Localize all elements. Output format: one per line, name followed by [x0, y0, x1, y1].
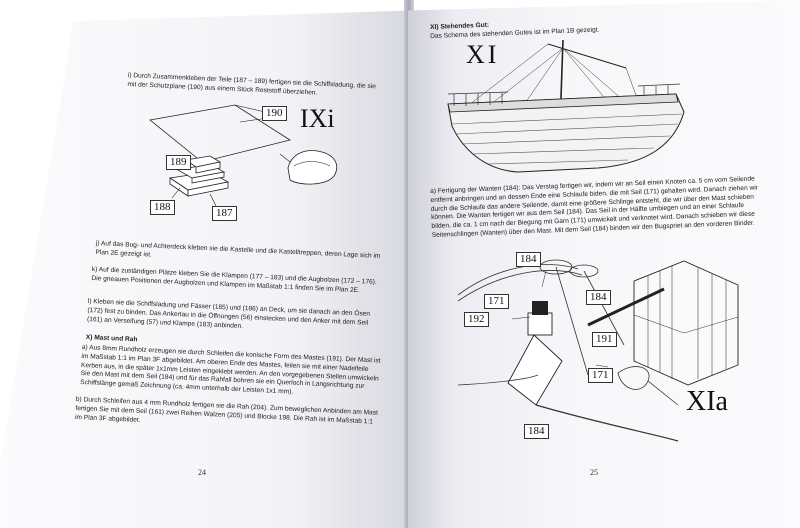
figure-ixi-title: IXi — [300, 104, 335, 133]
right-para-a: a) Fertigung der Wanten (184): Das Verst… — [430, 175, 759, 239]
label-189: 189 — [166, 155, 191, 170]
ship-hull-figure — [447, 39, 685, 173]
label-190: 190 — [262, 106, 287, 121]
figure-xia-title: XIa — [686, 386, 728, 417]
label-188: 188 — [150, 200, 175, 215]
right-page: XI) Stehendes Gut: Das Schema des stehen… — [408, 0, 800, 528]
left-para-j: j) Auf das Bug- und Achterdeck kleben si… — [95, 240, 381, 260]
label-184-right: 184 — [586, 290, 611, 305]
left-page-number: 24 — [198, 468, 206, 477]
label-191: 191 — [592, 332, 617, 347]
left-intro-text: i) Durch Zusammenkleben der Teile (187 –… — [127, 72, 377, 97]
right-page-number: 25 — [590, 468, 598, 477]
label-184-top: 184 — [516, 252, 541, 267]
label-171-left: 171 — [484, 294, 509, 309]
left-page: i) Durch Zusammenkleben der Teile (187 –… — [0, 10, 410, 528]
left-para-a: a) Aus 8mm Rundholz erzeugen sie durch S… — [80, 344, 381, 396]
cargo-figure — [149, 104, 338, 207]
label-187: 187 — [212, 206, 237, 221]
label-184-bottom: 184 — [524, 424, 549, 439]
left-para-b: b) Durch Schleifen aus 4 mm Rundholz fer… — [74, 396, 379, 426]
rigging-detail-figure — [457, 259, 739, 442]
label-192: 192 — [464, 312, 489, 327]
label-171-bottom: 171 — [588, 368, 613, 383]
left-para-k: k) Auf die zuständigen Plätze kleben Sie… — [91, 266, 377, 294]
figure-xi-title: XI — [466, 40, 500, 69]
left-para-l: l) Kleben sie die Schiffsladung und Fäss… — [86, 298, 371, 330]
